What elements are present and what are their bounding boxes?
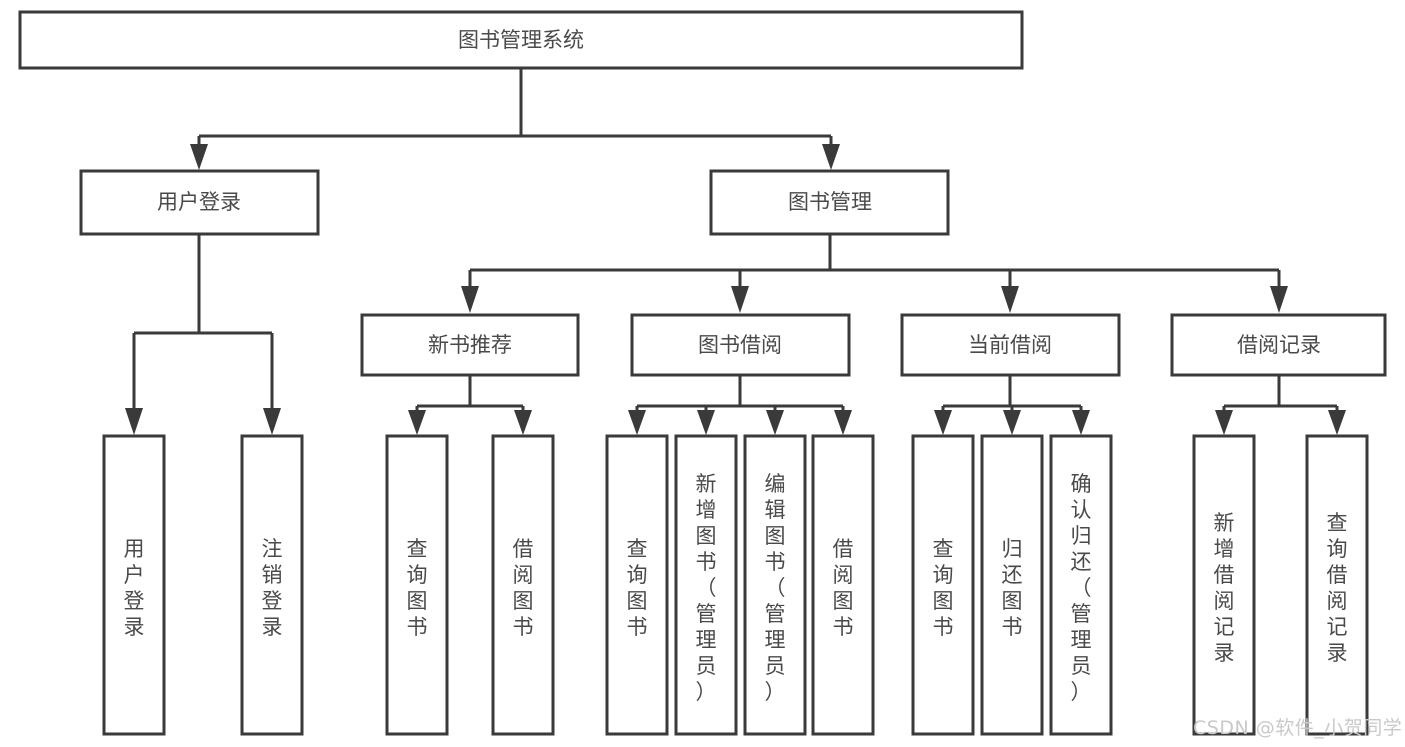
node-leaf-nb-query-book-box[interactable] [385,434,449,736]
arrow-icon-book-manage [822,144,840,170]
node-user-login-label: 用户登录 [157,190,241,214]
arrow-icon-book-borrow [731,286,749,313]
arrow-icon-leaf-user-login [125,408,143,435]
node-leaf-cb-confirm-return[interactable]: 确认归还（管理员） [1049,434,1113,736]
node-leaf-br-query-record-label: 查询借阅记录 [1327,511,1348,665]
node-current-borrow-label: 当前借阅 [968,333,1052,357]
node-leaf-bb-edit-book-box[interactable] [743,434,807,736]
arrow-icon-new-book [461,286,479,313]
node-leaf-user-login[interactable]: 用户登录 [102,434,166,736]
node-leaf-br-query-record-box[interactable] [1305,434,1369,736]
node-leaf-nb-query-book[interactable]: 查询图书 [385,434,449,736]
node-leaf-cb-return-book-box[interactable] [980,434,1044,736]
node-leaf-user-login-label: 用户登录 [124,537,145,639]
node-borrow-record-label: 借阅记录 [1237,333,1321,357]
node-leaf-br-query-record[interactable]: 查询借阅记录 [1305,434,1369,736]
node-leaf-bb-borrow-book-label: 借阅图书 [833,537,854,639]
watermark-text: CSDN @软件_小贺同学 [1193,717,1403,739]
node-leaf-nb-borrow-book-box[interactable] [491,434,555,736]
node-root[interactable]: 图书管理系统 [18,10,1024,70]
arrow-icon-current-borrow [1001,286,1019,313]
node-leaf-cb-return-book-label: 归还图书 [1002,537,1023,639]
node-leaf-nb-borrow-book[interactable]: 借阅图书 [491,434,555,736]
node-user-login-box[interactable] [79,169,320,236]
node-leaf-cb-confirm-return-label: 确认归还（管理员） [1071,472,1092,704]
node-leaf-br-add-record-box[interactable] [1192,434,1256,736]
node-leaf-nb-borrow-book-label: 借阅图书 [513,537,534,639]
node-leaf-bb-borrow-book-box[interactable] [811,434,875,736]
arrow-icon-cb-leaf-2 [1003,410,1021,435]
arrow-icon-br-leaf-1 [1215,410,1233,435]
node-leaf-bb-borrow-book[interactable]: 借阅图书 [811,434,875,736]
node-leaf-bb-add-book-label: 新增图书（管理员） [696,472,717,704]
node-leaf-bb-edit-book-label: 编辑图书（管理员） [765,472,786,704]
arrow-icon-borrow-record [1270,286,1288,313]
arrow-icon-bb-leaf-4 [834,410,852,435]
node-leaf-bb-add-book[interactable]: 新增图书（管理员） [674,434,738,736]
arrow-icon-leaf-logout [263,408,281,435]
node-leaf-cb-return-book[interactable]: 归还图书 [980,434,1044,736]
node-leaf-cb-confirm-return-box[interactable] [1049,434,1113,736]
node-current-borrow[interactable]: 当前借阅 [900,313,1121,377]
node-new-book-recommend-label: 新书推荐 [428,333,512,357]
node-leaf-bb-add-book-box[interactable] [674,434,738,736]
node-root-label: 图书管理系统 [458,28,584,52]
node-leaf-cb-query-book-label: 查询图书 [933,537,954,639]
node-leaf-bb-query-book[interactable]: 查询图书 [605,434,669,736]
node-book-borrow-box[interactable] [630,313,851,377]
node-current-borrow-box[interactable] [900,313,1121,377]
node-leaf-br-add-record-label: 新增借阅记录 [1214,511,1235,665]
node-leaf-bb-query-book-box[interactable] [605,434,669,736]
node-borrow-record-box[interactable] [1170,313,1387,377]
arrow-icon-nb-leaf-1 [408,410,426,435]
arrow-icon-bb-leaf-2 [697,410,715,435]
node-user-login[interactable]: 用户登录 [79,169,320,236]
node-leaf-br-add-record[interactable]: 新增借阅记录 [1192,434,1256,736]
arrow-icon-cb-leaf-3 [1072,410,1090,435]
node-book-borrow[interactable]: 图书借阅 [630,313,851,377]
node-book-borrow-label: 图书借阅 [698,333,782,357]
node-leaf-logout-box[interactable] [240,434,304,736]
node-leaf-bb-edit-book[interactable]: 编辑图书（管理员） [743,434,807,736]
node-borrow-record[interactable]: 借阅记录 [1170,313,1387,377]
node-root-box[interactable] [18,10,1024,70]
node-book-manage[interactable]: 图书管理 [709,169,950,236]
edge-group [125,68,1346,435]
arrow-icon-cb-leaf-1 [934,410,952,435]
node-book-manage-label: 图书管理 [788,190,872,214]
node-leaf-logout[interactable]: 注销登录 [240,434,304,736]
node-new-book-recommend-box[interactable] [360,313,580,377]
arrow-icon-bb-leaf-1 [628,410,646,435]
arrow-icon-user-login [190,144,208,170]
node-leaf-user-login-box[interactable] [102,434,166,736]
arrow-icon-nb-leaf-2 [514,410,532,435]
node-leaf-cb-query-book-box[interactable] [911,434,975,736]
node-leaf-nb-query-book-label: 查询图书 [407,537,428,639]
node-leaf-bb-query-book-label: 查询图书 [627,537,648,639]
node-leaf-cb-query-book[interactable]: 查询图书 [911,434,975,736]
arrow-icon-bb-leaf-3 [766,410,784,435]
node-book-manage-box[interactable] [709,169,950,236]
arrow-icon-br-leaf-2 [1328,410,1346,435]
node-new-book-recommend[interactable]: 新书推荐 [360,313,580,377]
node-leaf-logout-label: 注销登录 [262,537,283,639]
